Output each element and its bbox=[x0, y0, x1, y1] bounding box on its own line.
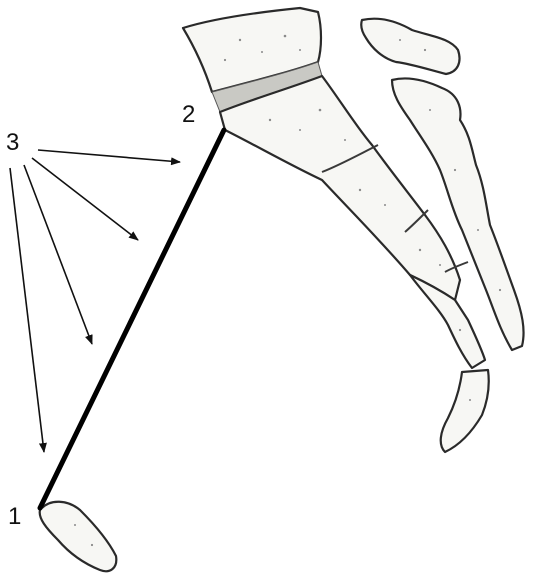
arrow-3 bbox=[24, 165, 92, 344]
arrow-1 bbox=[38, 150, 180, 162]
arrow-4 bbox=[10, 168, 44, 452]
posterior-element-upper bbox=[361, 19, 459, 74]
label-point-1: 1 bbox=[8, 503, 21, 530]
coccyx-tip bbox=[40, 502, 117, 572]
measurement-line bbox=[40, 130, 224, 508]
arrows-group bbox=[10, 150, 180, 452]
label-point-2: 2 bbox=[182, 101, 195, 128]
coccyx-segment-2 bbox=[441, 370, 489, 452]
label-arrows-3: 3 bbox=[6, 129, 19, 156]
